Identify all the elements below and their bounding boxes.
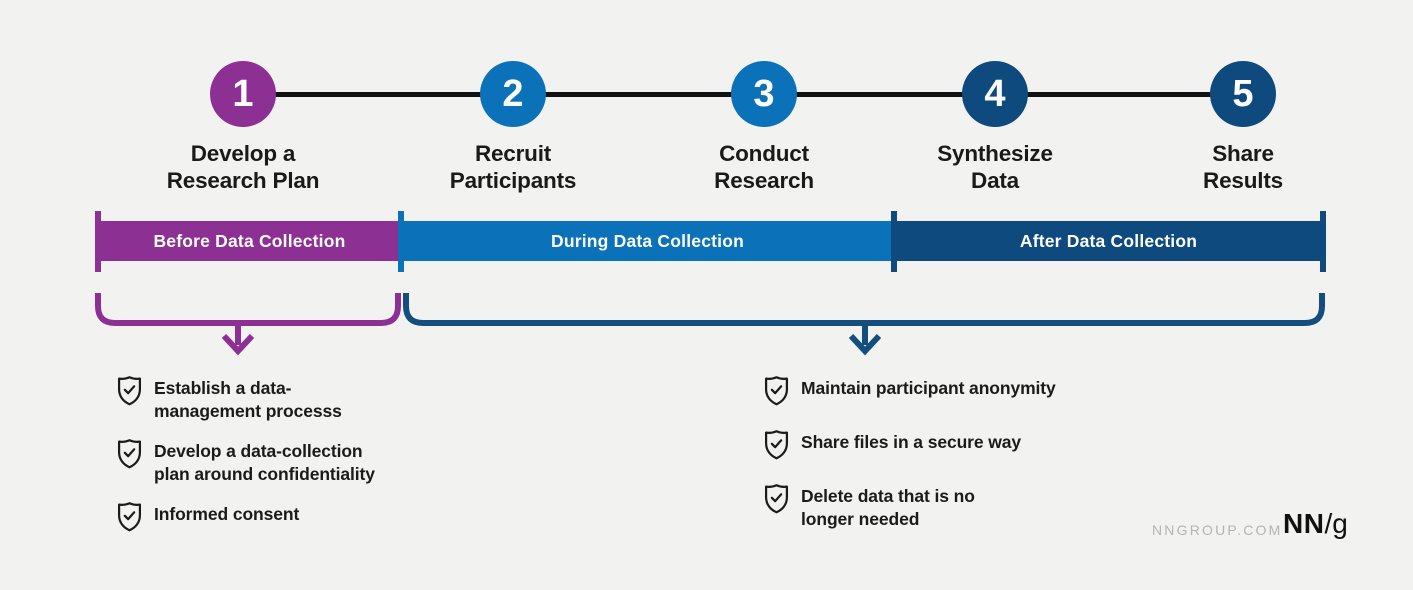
bracket-before-arrow (95, 293, 401, 356)
checklist-item-text: Informed consent (154, 504, 300, 524)
nngroup-url: NNGROUP.COM (1152, 522, 1283, 538)
step-circle-5: 5 (1210, 61, 1276, 127)
step-label-share-results: Share Results (1203, 141, 1283, 193)
nng-logo-slash-g: /g (1324, 508, 1348, 539)
step-number: 5 (1232, 73, 1254, 115)
list-item: Maintain participant anonymity (763, 376, 1143, 406)
shield-check-icon (764, 484, 789, 514)
checklist-item-text: Share files in a secure way (801, 432, 1022, 452)
checklist-item-text: Develop a data-collection plan around co… (154, 441, 375, 484)
shield-check-icon (117, 376, 142, 406)
checklist-item-text: Delete data that is no longer needed (801, 486, 975, 529)
list-item: Delete data that is no longer needed (763, 484, 1143, 531)
shield-check-icon (764, 376, 789, 406)
step-circle-1: 1 (210, 61, 276, 127)
shield-check-icon (117, 439, 142, 469)
shield-check-icon (117, 502, 142, 532)
phase-bar-after-data-collection: After Data Collection (894, 221, 1323, 261)
nng-logo-nn: NN (1283, 508, 1325, 539)
checklist-item-text: Establish a data- management processs (154, 378, 342, 421)
step-circle-3: 3 (731, 61, 797, 127)
step-number: 1 (232, 73, 254, 115)
checklist-during-after-data-collection: Maintain participant anonymity Share fil… (763, 376, 1143, 556)
phase-bar-during-data-collection: During Data Collection (401, 221, 894, 261)
step-circle-2: 2 (480, 61, 546, 127)
bar-tick-during-after-boundary (891, 211, 897, 272)
bracket-during-after-arrow (403, 293, 1325, 356)
step-number: 2 (502, 73, 524, 115)
list-item: Informed consent (116, 502, 466, 532)
nng-logo: NN/g (1283, 508, 1348, 540)
step-label-synthesize-data: Synthesize Data (937, 141, 1053, 193)
list-item: Develop a data-collection plan around co… (116, 439, 466, 486)
phase-bar-before-data-collection: Before Data Collection (98, 221, 401, 261)
step-label-develop-research-plan: Develop a Research Plan (166, 141, 320, 193)
list-item: Establish a data- management processs (116, 376, 466, 423)
bar-tick-before-during-boundary (398, 211, 404, 272)
list-item: Share files in a secure way (763, 430, 1143, 460)
checklist-item-text: Maintain participant anonymity (801, 378, 1056, 398)
shield-check-icon (764, 430, 789, 460)
step-circle-4: 4 (962, 61, 1028, 127)
checklist-before-data-collection: Establish a data- management processs De… (116, 376, 466, 549)
step-label-recruit-participants: Recruit Participants (449, 141, 577, 193)
bar-tick-start (95, 211, 101, 272)
step-number: 3 (753, 73, 775, 115)
step-label-conduct-research: Conduct Research (714, 141, 814, 193)
step-number: 4 (984, 73, 1006, 115)
bar-tick-end (1320, 211, 1326, 272)
